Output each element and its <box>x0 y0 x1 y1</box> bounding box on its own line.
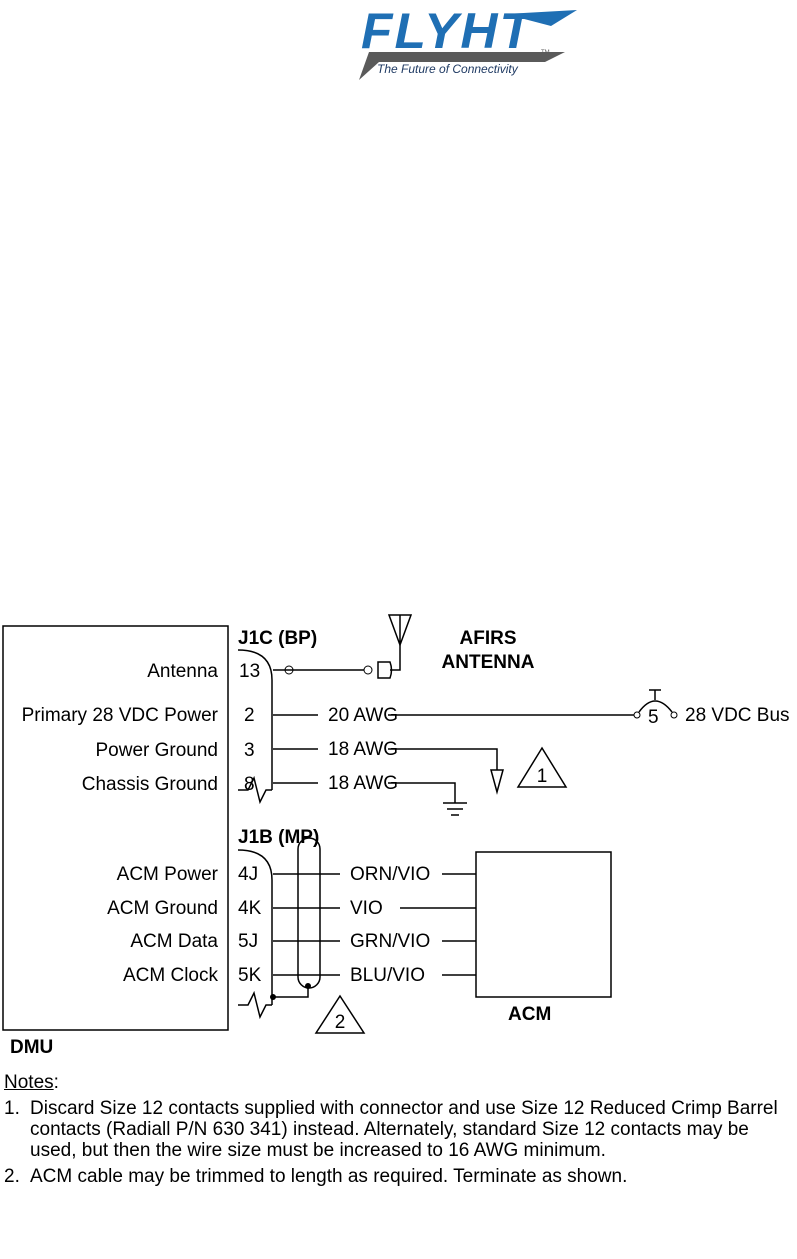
acm-box <box>475 851 612 998</box>
j1b-signal-acm-clock: ACM Clock <box>123 965 219 986</box>
antenna-label-line1: AFIRS <box>460 628 517 649</box>
logo-wing-icon <box>505 10 577 26</box>
circuit-breaker-icon <box>638 689 673 713</box>
j1b-signal-acm-ground: ACM Ground <box>107 898 218 919</box>
power-wire-gauge: 20 AWG <box>328 705 398 726</box>
shield-drain-wire <box>273 986 309 998</box>
j1b-pin-4j: 4J <box>238 864 258 885</box>
antenna-icon <box>387 614 413 648</box>
note-item-2: 2. ACM cable may be trimmed to length as… <box>4 1166 794 1187</box>
connector-j1b-label: J1B (MP) <box>238 827 319 848</box>
j1c-signal-power: Primary 28 VDC Power <box>22 705 219 726</box>
note-flag-1-icon <box>516 746 568 788</box>
antenna-coax-end-icon <box>363 665 373 675</box>
j1c-signal-chassis-ground: Chassis Ground <box>82 774 218 795</box>
logo-brand: FLYHT <box>361 4 536 59</box>
breaker-contact-right-icon <box>670 711 678 719</box>
chassis-ground-wire-gauge: 18 AWG <box>328 773 398 794</box>
connector-j1c-outline <box>237 649 273 790</box>
chassis-ground-icon <box>443 802 467 816</box>
bus-pin-label: 5 <box>648 707 659 728</box>
j1b-signal-acm-data: ACM Data <box>130 931 218 952</box>
note-flag-2-icon <box>314 994 366 1034</box>
j1c-signal-antenna: Antenna <box>147 661 218 682</box>
antenna-connector-icon <box>377 645 401 679</box>
acm-ground-wire-color: VIO <box>350 898 383 919</box>
antenna-label-line2: ANTENNA <box>442 652 535 673</box>
bus-label: 28 VDC Bus <box>685 705 790 726</box>
breaker-contact-left-icon <box>633 711 641 719</box>
j1b-pin-5k: 5K <box>238 965 262 986</box>
note-number: 2. <box>4 1166 20 1187</box>
logo-tagline: The Future of Connectivity <box>377 62 519 76</box>
notes-header-text: Notes <box>4 1072 54 1093</box>
note-number: 1. <box>4 1098 20 1119</box>
j1b-signal-acm-power: ACM Power <box>117 864 219 885</box>
connector-j1c-label: J1C (BP) <box>238 628 317 649</box>
j1b-pin-5j: 5J <box>238 931 258 952</box>
logo-trademark: TM <box>541 50 550 56</box>
j1b-pin-4k: 4K <box>238 898 262 919</box>
acm-data-wire-color: GRN/VIO <box>350 931 430 952</box>
notes-header-colon: : <box>53 1072 59 1093</box>
acm-power-wire-color: ORN/VIO <box>350 864 430 885</box>
logo-swoosh-icon <box>359 52 565 80</box>
note-flag-1-label: 1 <box>537 766 548 787</box>
signal-ground-icon <box>490 769 504 795</box>
j1c-pin-8: 8 <box>244 774 255 795</box>
shield-drain-junction-icon <box>305 983 311 989</box>
note-flag-2-label: 2 <box>335 1012 346 1033</box>
connector-j1b-outline <box>237 849 273 1005</box>
flyht-logo: FLYHT TM The Future of Connectivity <box>359 4 577 80</box>
notes-section: Notes: 1. Discard Size 12 contacts suppl… <box>4 1072 794 1187</box>
notes-header: Notes: <box>4 1072 794 1093</box>
note-text: Discard Size 12 contacts supplied with c… <box>30 1098 778 1161</box>
dmu-box <box>2 625 229 1031</box>
shield-drain-pin-junction-icon <box>270 994 276 1000</box>
acm-cable-shield-icon <box>297 837 321 989</box>
j1c-signal-power-ground: Power Ground <box>95 740 218 761</box>
power-ground-wire-right <box>388 748 498 770</box>
j1c-pin-13: 13 <box>239 661 260 682</box>
connector-j1c-break-icon <box>238 775 272 805</box>
dmu-label: DMU <box>10 1037 53 1058</box>
note-text: ACM cable may be trimmed to length as re… <box>30 1166 628 1187</box>
power-ground-wire-gauge: 18 AWG <box>328 739 398 760</box>
acm-label: ACM <box>508 1004 551 1025</box>
chassis-ground-wire-right <box>388 782 456 803</box>
connector-j1b-break-icon <box>238 990 272 1020</box>
acm-clock-wire-color: BLU/VIO <box>350 965 425 986</box>
note-item-1: 1. Discard Size 12 contacts supplied wit… <box>4 1098 794 1161</box>
j1c-pin-3: 3 <box>244 740 255 761</box>
j1c-pin-2: 2 <box>244 705 255 726</box>
